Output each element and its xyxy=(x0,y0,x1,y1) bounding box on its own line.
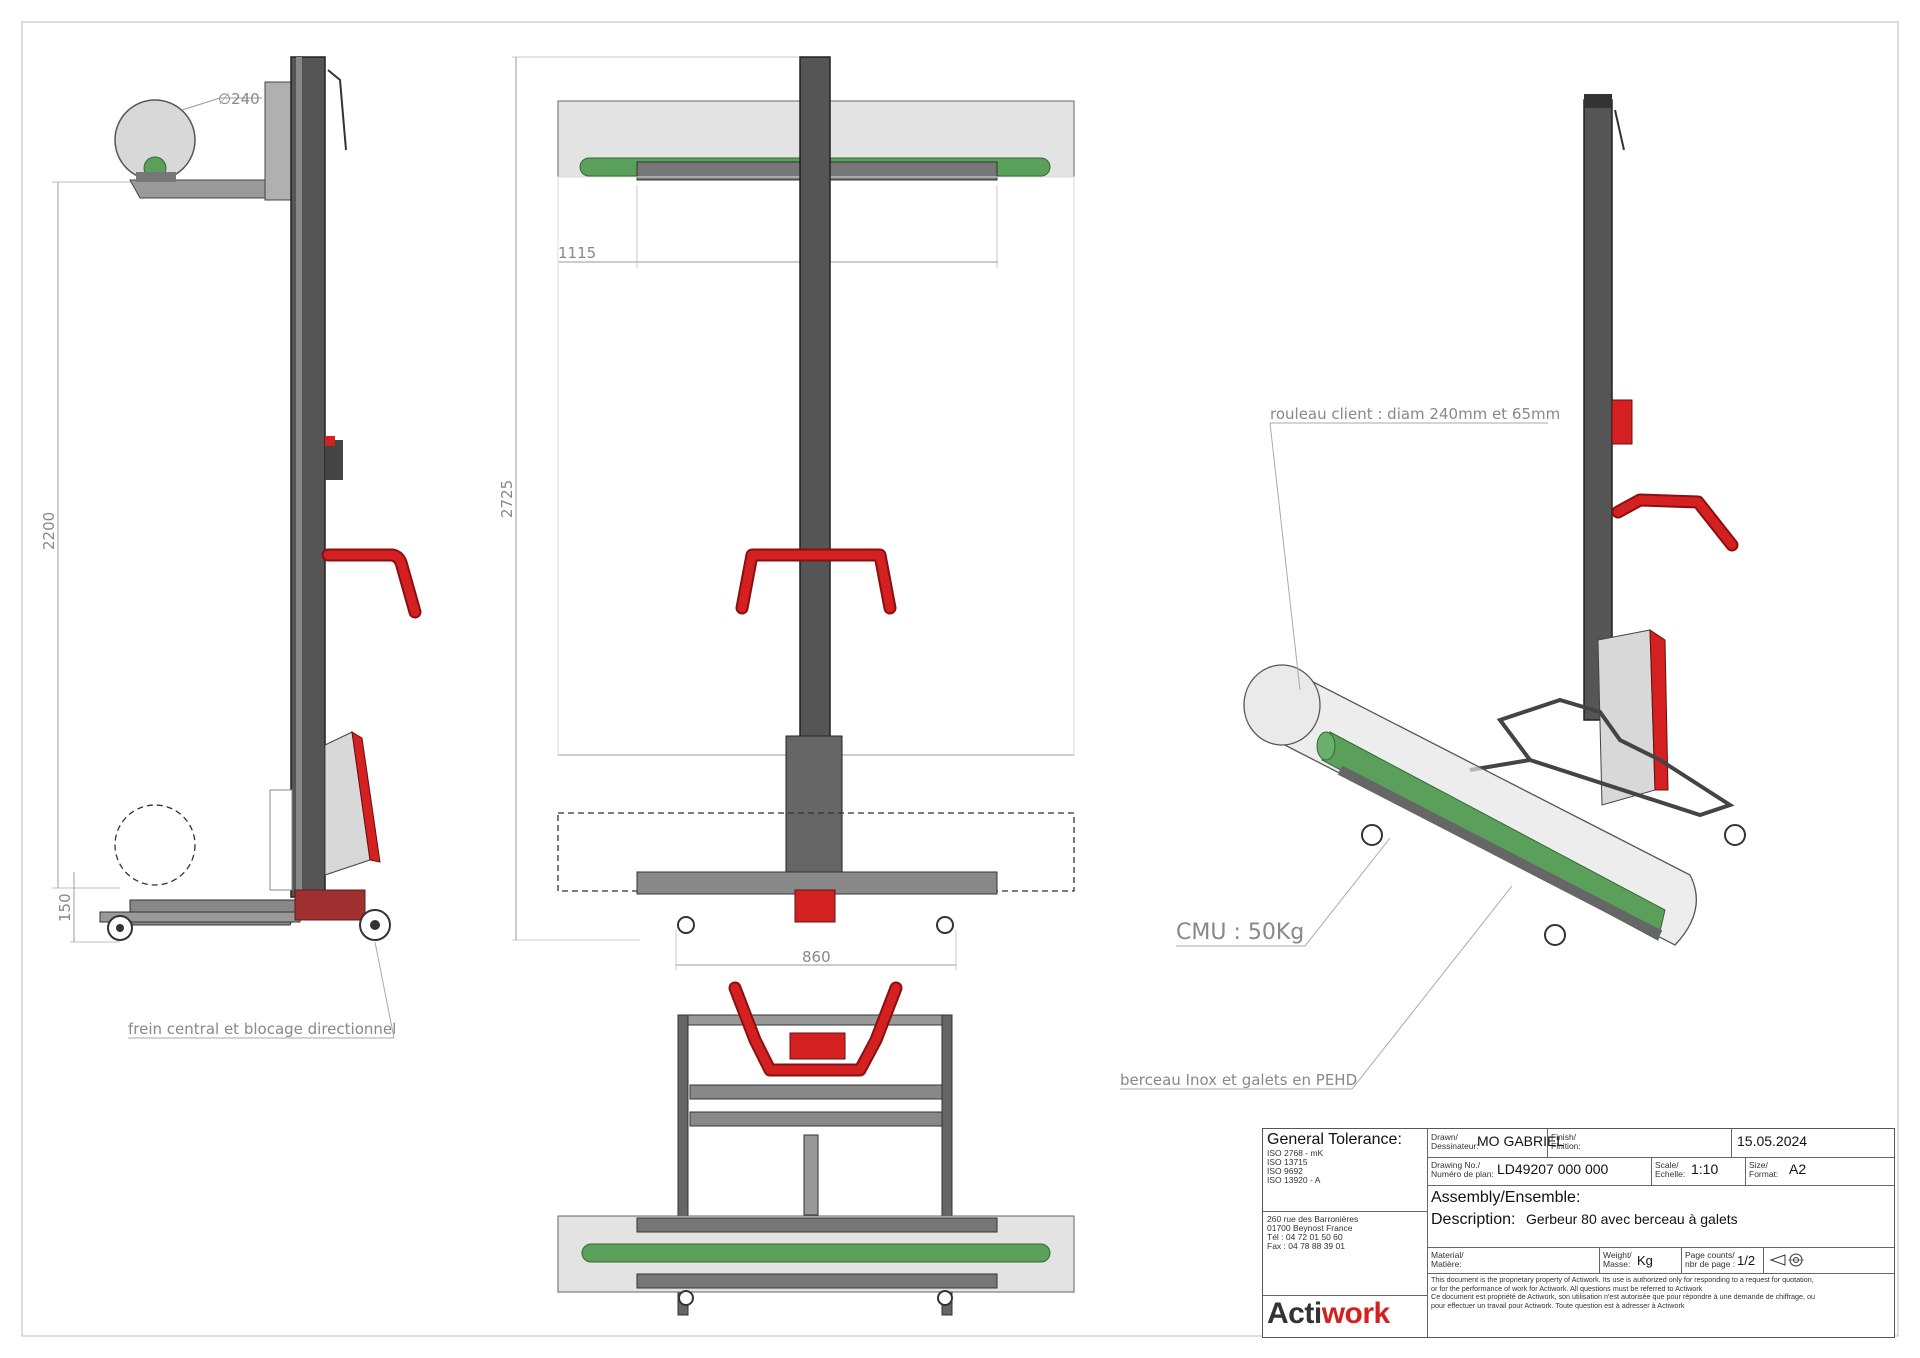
logo-work: work xyxy=(1321,1297,1391,1330)
address-line: Fax : 04 78 88 39 01 xyxy=(1267,1241,1345,1251)
title-block: General Tolerance: ISO 2768 - mK ISO 137… xyxy=(1262,1128,1895,1338)
drawing-no-label: Drawing No./Numéro de plan: xyxy=(1431,1160,1494,1179)
callout-cradle: berceau Inox et galets en PEHD xyxy=(1120,1071,1357,1089)
scale-label: Scale/Echelle: xyxy=(1655,1160,1686,1179)
drawn-value: MO GABRIEL xyxy=(1477,1133,1565,1149)
company-address: 260 rue des Barronières 01700 Beynost Fr… xyxy=(1267,1215,1427,1251)
address-line: 260 rue des Barronières xyxy=(1267,1214,1359,1224)
drawn-label: Drawn/Dessinateur: xyxy=(1431,1132,1479,1151)
address-line: 01700 Beynost France xyxy=(1267,1223,1353,1233)
sheet-border xyxy=(21,21,1899,1337)
description-label: Description: xyxy=(1431,1211,1516,1228)
callout-brake: frein central et blocage directionnel xyxy=(128,1020,396,1038)
top-view xyxy=(557,981,1075,1316)
actiwork-logo: Actiwork xyxy=(1267,1297,1390,1331)
dim-diameter: ∅240 xyxy=(218,90,260,108)
drawing-no-value: LD49207 000 000 xyxy=(1497,1161,1609,1177)
assembly-label: Assembly/Ensemble: xyxy=(1431,1189,1581,1206)
size-label: Size/Format: xyxy=(1749,1160,1779,1179)
weight-unit: Kg xyxy=(1637,1253,1653,1268)
dim-1115: 1115 xyxy=(558,244,596,262)
description-value: Gerbeur 80 avec berceau à galets xyxy=(1525,1211,1738,1227)
side-view: 2200 150 ∅240 xyxy=(40,56,422,1039)
scale-value: 1:10 xyxy=(1691,1161,1719,1177)
isometric-view: rouleau client : diam 240mm et 65mm CMU … xyxy=(1120,94,1746,1090)
callout-capacity: CMU : 50Kg xyxy=(1176,920,1304,945)
tolerance-item: ISO 13715 xyxy=(1267,1157,1308,1167)
projection-symbol-icon xyxy=(1769,1253,1804,1267)
description: Description: Gerbeur 80 avec berceau à g… xyxy=(1431,1211,1738,1229)
tolerance-title: General Tolerance: xyxy=(1267,1131,1402,1148)
dim-2725: 2725 xyxy=(498,480,516,518)
address-line: Tél : 04 72 01 50 60 xyxy=(1267,1232,1343,1242)
callout-roller: rouleau client : diam 240mm et 65mm xyxy=(1270,405,1560,423)
finish-label: Finish/Finition: xyxy=(1551,1132,1581,1151)
front-view: 2725 1115 1600 860 xyxy=(498,56,1075,970)
tolerance-item: ISO 13920 - A xyxy=(1267,1175,1321,1185)
page-label: Page counts/nbr de page : xyxy=(1685,1250,1736,1269)
weight-label: Weight/Masse: xyxy=(1603,1250,1632,1269)
dim-2200: 2200 xyxy=(40,512,58,550)
disclaimer: This document is the proprietary propert… xyxy=(1431,1275,1816,1310)
general-tolerance: General Tolerance: ISO 2768 - mK ISO 137… xyxy=(1267,1131,1427,1185)
page-value: 1/2 xyxy=(1737,1253,1756,1268)
dim-860: 860 xyxy=(802,948,831,966)
logo-acti: Acti xyxy=(1267,1297,1322,1330)
material-label: Material/Matière: xyxy=(1431,1250,1464,1269)
tolerance-item: ISO 2768 - mK xyxy=(1267,1148,1324,1158)
size-value: A2 xyxy=(1789,1161,1807,1177)
dim-150: 150 xyxy=(56,893,74,922)
date-value: 15.05.2024 xyxy=(1737,1133,1808,1149)
tolerance-item: ISO 9692 xyxy=(1267,1166,1303,1176)
